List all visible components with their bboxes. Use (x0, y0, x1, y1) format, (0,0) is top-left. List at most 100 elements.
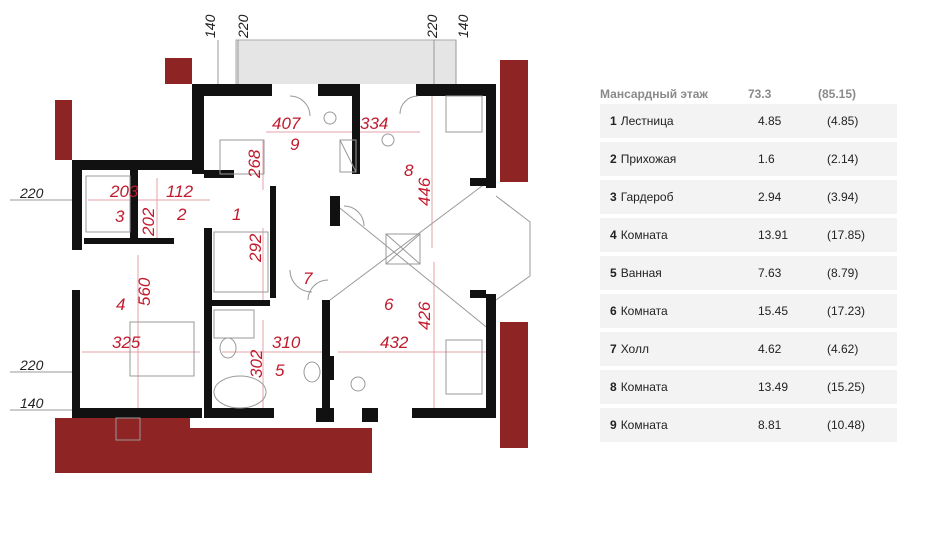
table-header: Мансардный этаж 73.3 (85.15) (600, 84, 897, 104)
dim-top-right-140: 140 (455, 14, 471, 38)
room-total-area: (10.48) (827, 418, 866, 432)
dim-left-140: 140 (20, 395, 44, 411)
dim-446: 446 (415, 177, 434, 206)
room-number-6: 6 (384, 295, 394, 314)
room-name: Комната (620, 228, 668, 242)
room-total-area: (2.14) (827, 152, 859, 166)
room-total-area: (17.85) (827, 228, 866, 242)
room-number: 1 (610, 114, 617, 128)
room-number: 6 (610, 304, 617, 318)
roof-bottom (190, 428, 372, 473)
dim-left-220-b: 220 (19, 357, 44, 373)
room-number: 8 (610, 380, 617, 394)
room-area: 8.81 (758, 418, 782, 432)
dim-268: 268 (245, 149, 264, 179)
room-name: Лестница (620, 114, 674, 128)
room-total-area: (15.25) (827, 380, 866, 394)
room-total-area: (4.85) (827, 114, 859, 128)
dim-202: 202 (139, 207, 158, 237)
room-number-3: 3 (115, 207, 125, 226)
dim-203: 203 (109, 182, 139, 201)
roof-right-bottom (500, 322, 528, 448)
dim-334: 334 (360, 114, 388, 133)
room-number: 5 (610, 266, 617, 280)
room-number-1: 1 (232, 205, 241, 224)
room-area: 2.94 (758, 190, 782, 204)
dim-top-left-140: 140 (202, 14, 218, 38)
room-area: 13.91 (758, 228, 789, 242)
room-area: 1.6 (758, 152, 775, 166)
room-number-5: 5 (275, 361, 285, 380)
dim-112: 112 (166, 182, 194, 201)
room-area: 7.63 (758, 266, 782, 280)
roof-bottom-left (55, 418, 190, 473)
room-name: Гардероб (620, 190, 674, 204)
dim-left-220-a: 220 (19, 185, 44, 201)
room-area: 4.85 (758, 114, 782, 128)
room-total-area: (3.94) (827, 190, 859, 204)
dim-560: 560 (135, 277, 154, 306)
floor-plan: 140 220 220 140 220 220 140 407 334 268 … (10, 14, 531, 473)
room-number: 9 (610, 418, 617, 432)
dim-302: 302 (247, 349, 266, 378)
room-number-9: 9 (290, 135, 300, 154)
room-number: 3 (610, 190, 617, 204)
dim-top-right-220: 220 (424, 14, 440, 39)
room-name: Прихожая (620, 152, 677, 166)
dim-310: 310 (272, 333, 301, 352)
room-number-2: 2 (176, 205, 187, 224)
room-number-8: 8 (404, 161, 414, 180)
dim-292: 292 (246, 233, 265, 263)
room-area: 15.45 (758, 304, 789, 318)
fixtures (85, 95, 531, 441)
building-floor (72, 84, 496, 418)
dim-407: 407 (272, 114, 301, 133)
room-total-area: (8.79) (827, 266, 859, 280)
floor-area: 73.3 (748, 87, 772, 101)
room-name: Холл (620, 342, 649, 356)
dim-top-left-220: 220 (235, 14, 251, 39)
room-area: 13.49 (758, 380, 789, 394)
balcony (235, 39, 457, 87)
room-name: Ванная (620, 266, 662, 280)
room-number-7: 7 (303, 269, 313, 288)
room-area: 4.62 (758, 342, 782, 356)
dim-325: 325 (112, 333, 141, 352)
room-total-area: (17.23) (827, 304, 866, 318)
room-number: 4 (610, 228, 617, 242)
room-number-4: 4 (116, 295, 125, 314)
dim-432: 432 (380, 333, 409, 352)
room-name: Комната (620, 380, 668, 394)
room-name: Комната (620, 418, 668, 432)
dim-426: 426 (415, 301, 434, 330)
guide-lines (10, 40, 492, 411)
room-total-area: (4.62) (827, 342, 859, 356)
floor-title: Мансардный этаж (600, 87, 708, 101)
room-number: 2 (610, 152, 617, 166)
roof-right-top (500, 60, 528, 182)
walls (72, 84, 496, 422)
floor-total-area: (85.15) (818, 87, 857, 101)
room-number: 7 (610, 342, 617, 356)
room-name: Комната (620, 304, 668, 318)
